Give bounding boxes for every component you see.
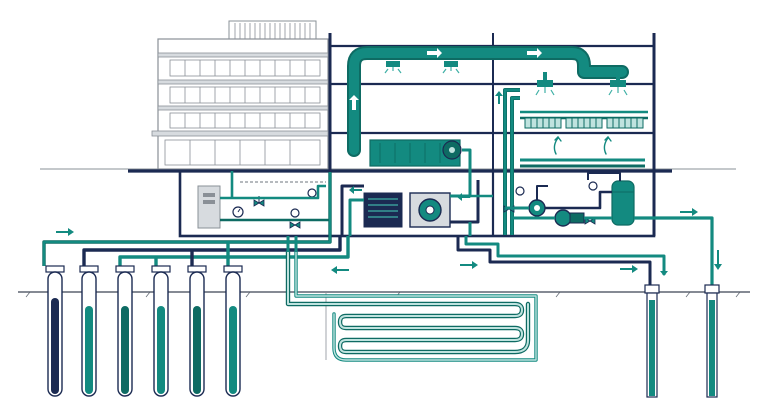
cabinet-panel	[203, 193, 215, 197]
arrow-icon	[680, 208, 698, 216]
rooftop-unit	[228, 20, 317, 42]
hydronic-riser	[503, 88, 648, 235]
return-well	[704, 284, 720, 398]
header-flow-arrows	[56, 208, 698, 274]
basement-right-piping	[505, 172, 714, 285]
borehole	[45, 265, 65, 397]
cabinet-panel	[203, 200, 215, 204]
arrow-icon	[620, 265, 638, 273]
gauge-icon	[290, 208, 300, 218]
floor-slabs	[151, 52, 329, 137]
building-facade	[157, 38, 329, 170]
basement-left-piping	[220, 171, 330, 222]
supply-well	[644, 284, 660, 398]
arrow-icon	[427, 48, 442, 58]
ceiling-diffusers-upper	[384, 61, 628, 96]
expansion-tank	[611, 180, 635, 226]
radiator-icon	[606, 117, 644, 129]
pump-icon	[554, 209, 585, 227]
diffuser-icon	[608, 80, 628, 96]
duct-flow-arrows	[349, 48, 542, 110]
well-flow-arrows	[660, 250, 722, 276]
borehole	[151, 265, 171, 397]
main-air-duct	[347, 46, 629, 157]
heat-pump-icon	[409, 192, 451, 228]
arrow-icon	[349, 95, 359, 110]
floor-radiators	[524, 117, 644, 129]
loop-supply-pipes	[286, 236, 666, 285]
ground-loop-headers	[42, 172, 350, 266]
diffuser-icon	[384, 61, 402, 74]
basement-flow-arrows	[349, 186, 470, 201]
radiator-icon	[524, 117, 562, 129]
arrow-icon	[349, 186, 362, 194]
borehole	[187, 265, 207, 397]
arrow-icon	[495, 91, 503, 104]
borehole	[79, 265, 99, 397]
horizontal-ground-loop	[285, 249, 538, 362]
arrow-icon	[331, 266, 349, 274]
riser-flow-arrows	[495, 91, 503, 104]
arrow-icon	[460, 261, 478, 269]
heat-rise-arrows	[553, 135, 612, 155]
fan-hub	[449, 147, 455, 153]
diffuser-icon	[535, 80, 555, 96]
arrow-icon	[714, 250, 722, 270]
valve-icon	[289, 221, 301, 229]
heat-exchanger-cabinet	[197, 185, 221, 229]
arrow-icon	[56, 228, 74, 236]
arrow-icon	[527, 48, 542, 58]
arrow-icon	[660, 263, 668, 276]
gauge-icon	[515, 186, 525, 196]
tank-icon	[611, 180, 635, 226]
radiator-icon	[565, 117, 603, 129]
diffuser-icon	[442, 61, 460, 74]
arrow-icon	[603, 135, 612, 155]
pump-icon	[528, 199, 546, 217]
borehole	[223, 265, 243, 397]
window-mullions	[184, 60, 306, 165]
arrow-icon	[457, 193, 470, 201]
arrow-icon	[553, 135, 562, 155]
open-loop-wells	[644, 284, 720, 398]
gauge-icon	[307, 188, 317, 198]
office-building	[151, 20, 329, 170]
heat-pump-icon	[363, 192, 403, 228]
gauge-icon	[232, 206, 244, 218]
rooftop-unit-louvers	[234, 23, 311, 39]
air-handling-unit-details	[379, 143, 441, 163]
gauge-icon	[588, 181, 598, 191]
borehole	[115, 265, 135, 397]
vertical-boreholes	[45, 265, 243, 397]
